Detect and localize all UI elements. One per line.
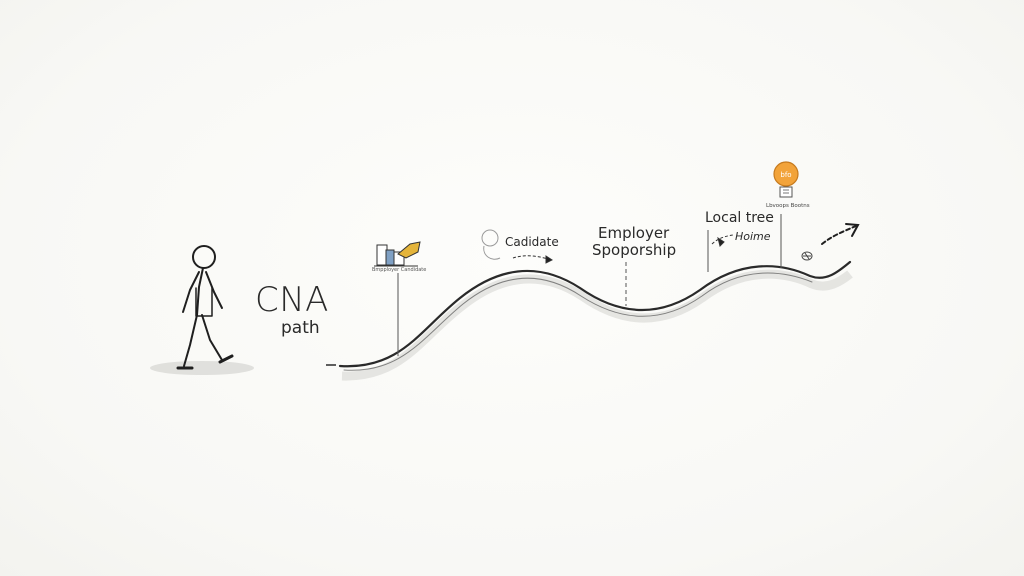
winding-path bbox=[338, 260, 852, 368]
milestone-5-label: Lbvoops Bootns bbox=[766, 203, 810, 209]
arrow-up-right-icon bbox=[821, 223, 860, 245]
path-shadow bbox=[341, 269, 853, 381]
lightbulb-badge-icon: bfo bbox=[773, 161, 799, 198]
milestone-2-arrow bbox=[512, 255, 553, 264]
milestone-4-label-line2: Hoime bbox=[735, 230, 771, 243]
path-subtitle: path bbox=[281, 318, 320, 338]
path-title: CNA bbox=[255, 280, 329, 320]
milestone-3-label-line2: Spoporship bbox=[592, 241, 677, 259]
svg-text:bfo: bfo bbox=[780, 171, 791, 179]
milestone-1-label: Bmpployer Candidate bbox=[372, 267, 427, 273]
small-knot-icon bbox=[801, 251, 813, 261]
milestone-4-label-line1: Local tree bbox=[705, 210, 774, 226]
winding-path-edge bbox=[343, 272, 813, 371]
milestone-2-label: Cadidate bbox=[505, 235, 559, 249]
documents-hand-icon bbox=[374, 241, 421, 267]
head-sketch-icon bbox=[481, 229, 501, 260]
milestone-3-label-line1: Employer bbox=[598, 224, 670, 242]
person-walking-icon bbox=[176, 245, 234, 370]
walker-shadow bbox=[150, 361, 254, 375]
milestone-4-pointer bbox=[711, 234, 734, 247]
